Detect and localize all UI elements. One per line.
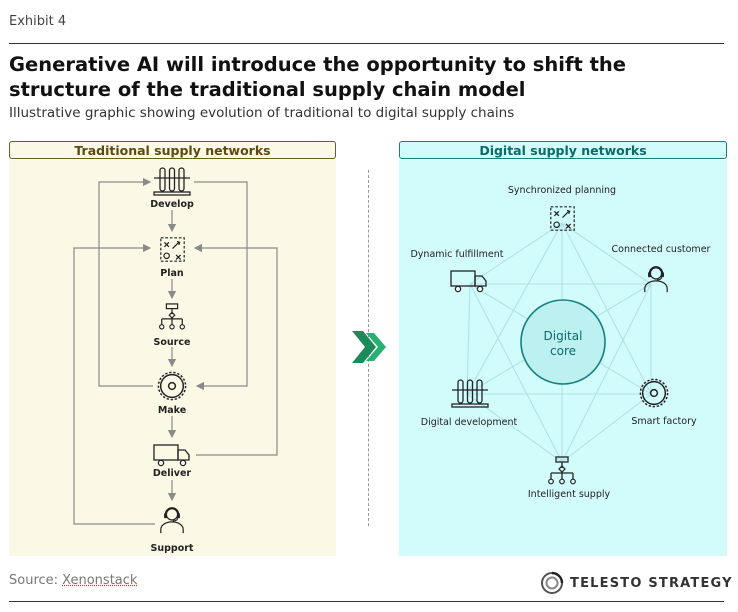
- transition-arrow-icon: [352, 331, 386, 363]
- trad-label-make: Make: [158, 405, 186, 416]
- digital-core: Digital core: [520, 299, 606, 385]
- trad-step-develop: [153, 167, 191, 196]
- page-title: Generative AI will introduce the opportu…: [9, 53, 626, 101]
- telesto-logo-icon: [541, 571, 564, 594]
- dig-label-connected-customer: Connected customer: [612, 244, 711, 255]
- top-rule: [9, 43, 724, 44]
- org-chart-icon: [158, 303, 186, 330]
- core-label-line2: core: [550, 344, 576, 358]
- dig-node-smart-factory: [639, 378, 669, 408]
- source-prefix: Source:: [9, 573, 63, 588]
- brand-logo: TELESTO STRATEGY: [540, 571, 733, 595]
- core-label-line1: Digital: [544, 329, 583, 343]
- dig-label-digital-development: Digital development: [421, 417, 518, 428]
- trad-label-deliver: Deliver: [153, 468, 191, 479]
- traditional-connectors: [73, 177, 278, 525]
- dig-label-intelligent-supply: Intelligent supply: [528, 489, 611, 500]
- page-subtitle: Illustrative graphic showing evolution o…: [9, 105, 515, 121]
- lab-flasks-icon: [153, 167, 191, 196]
- dig-node-connected-customer: [643, 266, 669, 293]
- dig-label-synchronized-planning: Synchronized planning: [508, 185, 616, 196]
- gear-icon: [639, 378, 669, 408]
- trad-step-source: [158, 303, 186, 330]
- truck-icon: [153, 444, 190, 467]
- trad-label-plan: Plan: [160, 268, 184, 279]
- source-name: Xenonstack: [62, 573, 138, 588]
- headset-person-icon: [160, 507, 184, 534]
- traditional-heading: Traditional supply networks: [9, 141, 336, 159]
- dig-node-dynamic-fulfillment: [450, 270, 487, 293]
- trad-step-make: [157, 371, 187, 401]
- trad-label-support: Support: [151, 543, 194, 554]
- source-note: Source: Xenonstack: [9, 573, 137, 588]
- bottom-rule: [9, 601, 724, 602]
- trad-step-support: [160, 507, 184, 534]
- headset-person-icon: [643, 266, 669, 293]
- dig-label-dynamic-fulfillment: Dynamic fulfillment: [410, 249, 503, 260]
- exhibit-label: Exhibit 4: [9, 14, 67, 29]
- gear-icon: [157, 371, 187, 401]
- strategy-board-icon: [160, 237, 185, 262]
- trad-step-deliver: [153, 444, 190, 467]
- dig-label-smart-factory: Smart factory: [631, 416, 697, 427]
- truck-icon: [450, 270, 487, 293]
- brand-name: TELESTO STRATEGY: [570, 575, 733, 591]
- trad-label-develop: Develop: [150, 199, 194, 210]
- digital-heading: Digital supply networks: [399, 141, 727, 159]
- trad-step-plan: [160, 237, 185, 262]
- trad-label-source: Source: [154, 337, 191, 348]
